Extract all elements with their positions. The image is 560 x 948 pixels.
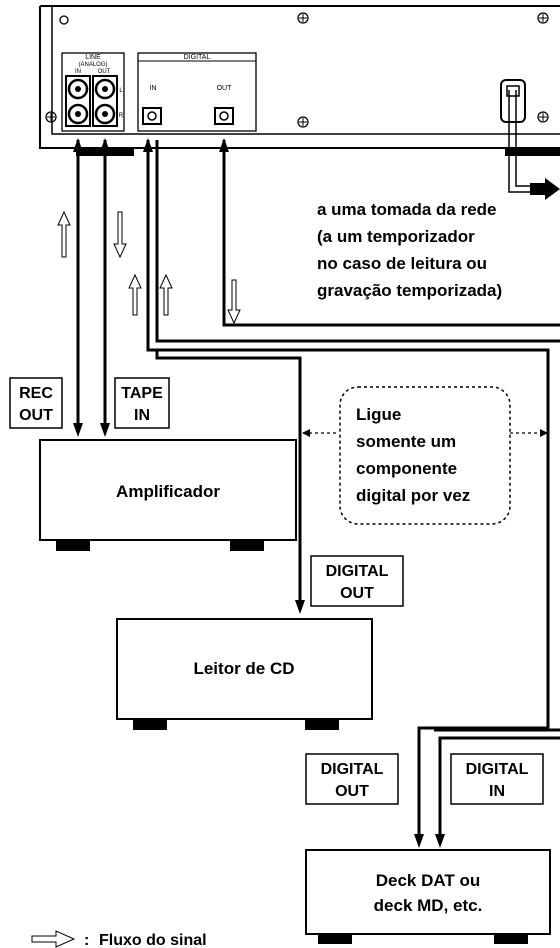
flow-down-icon [113,211,127,259]
label-tape-in: TAPE IN [114,377,170,429]
signal-flow-icon [31,930,76,948]
legend-text: Fluxo do sinal [99,932,207,948]
screw-icon [59,15,69,25]
rca-jack-icon [67,78,89,100]
svg-text:REC: REC [19,385,53,402]
ac-cord [500,79,560,200]
svg-text:OUT: OUT [19,407,53,424]
dat-deck-label: deck MD, etc. [374,896,483,915]
digital-jacks: DIGITAL IN OUT [137,52,257,132]
svg-text:OUT: OUT [335,783,369,800]
digital-title: DIGITAL [184,54,211,61]
svg-text:IN: IN [489,783,505,800]
svg-text:somente um: somente um [356,432,456,451]
svg-text:TAPE: TAPE [121,385,163,402]
optical-jack-icon [214,107,234,125]
cable-cd-out [155,350,302,605]
dat-deck-label: Deck DAT ou [376,871,481,890]
rca-jack-icon [94,103,116,125]
dotted-arrow-right-icon [540,429,548,437]
line-subtitle: (ANALOG) [78,62,107,68]
cable-arrowheads [73,138,445,848]
label-rec-out: REC OUT [9,377,63,429]
screw-icon [45,111,57,123]
digital-in-label: IN [150,85,157,92]
cable-to-dat-out [146,140,550,838]
amplifier-label: Amplificador [116,482,220,501]
flow-up-icon [159,273,173,316]
signal-flow-arrows [57,210,241,325]
line-out-label: OUT [98,69,111,75]
mains-note-line: gravação temporizada) [317,281,502,300]
line-title: LINE [85,54,101,61]
rear-panel: LINE (ANALOG) IN OUT L R DIGITAL IN OUT [39,5,560,200]
cable-from-digital-in [155,140,560,343]
line-in-label: IN [75,69,81,75]
svg-text:OUT: OUT [340,585,374,602]
mains-note-line: a uma tomada da rede [317,200,497,219]
optical-jack-icon [142,107,162,125]
label-cd-digital-out: DIGITAL OUT [310,555,404,607]
svg-text:DIGITAL: DIGITAL [326,563,389,580]
screw-icon [297,12,309,24]
label-dat-digital-out: DIGITAL OUT [305,753,399,805]
channel-right-label: R [119,113,124,119]
amplifier-device: Amplificador [39,439,297,551]
flow-down-icon [227,279,241,325]
line-analog-jacks: LINE (ANALOG) IN OUT L R [61,52,125,132]
dat-deck-device: Deck DAT ou deck MD, etc. [305,849,551,944]
cd-player-device: Leitor de CD [116,618,373,730]
channel-left-label: L [119,88,123,94]
screw-icon [537,12,549,24]
svg-text:IN: IN [134,407,150,424]
svg-text:DIGITAL: DIGITAL [466,761,529,778]
svg-text:DIGITAL: DIGITAL [321,761,384,778]
panel-foot-right [505,148,560,156]
rca-jack-icon [94,78,116,100]
flow-up-icon [128,273,142,316]
label-dat-digital-in: DIGITAL IN [450,753,544,805]
legend: : Fluxo do sinal [31,930,207,948]
dotted-arrow-left-icon [302,429,310,437]
cd-player-label: Leitor de CD [193,659,294,678]
digital-out-label: OUT [217,85,233,92]
mains-note: a uma tomada da rede (a um temporizador … [317,200,502,300]
screw-icon [297,116,309,128]
cables [76,140,560,838]
svg-text:Ligue: Ligue [356,405,401,424]
svg-text::: : [84,932,89,948]
mains-note-line: no caso de leitura ou [317,254,487,273]
cable-to-dat-in [438,736,560,838]
cable-digital-out [222,140,560,327]
flow-up-icon [57,210,71,258]
svg-text:digital por vez: digital por vez [356,486,470,505]
power-plug-icon [500,79,526,123]
screw-icon [537,111,549,123]
rca-jack-icon [67,103,89,125]
mains-note-line: (a um temporizador [317,227,475,246]
svg-text:componente: componente [356,459,457,478]
mains-arrow-icon [530,178,560,200]
one-digital-note: Ligue somente um componente digital por … [302,386,548,525]
